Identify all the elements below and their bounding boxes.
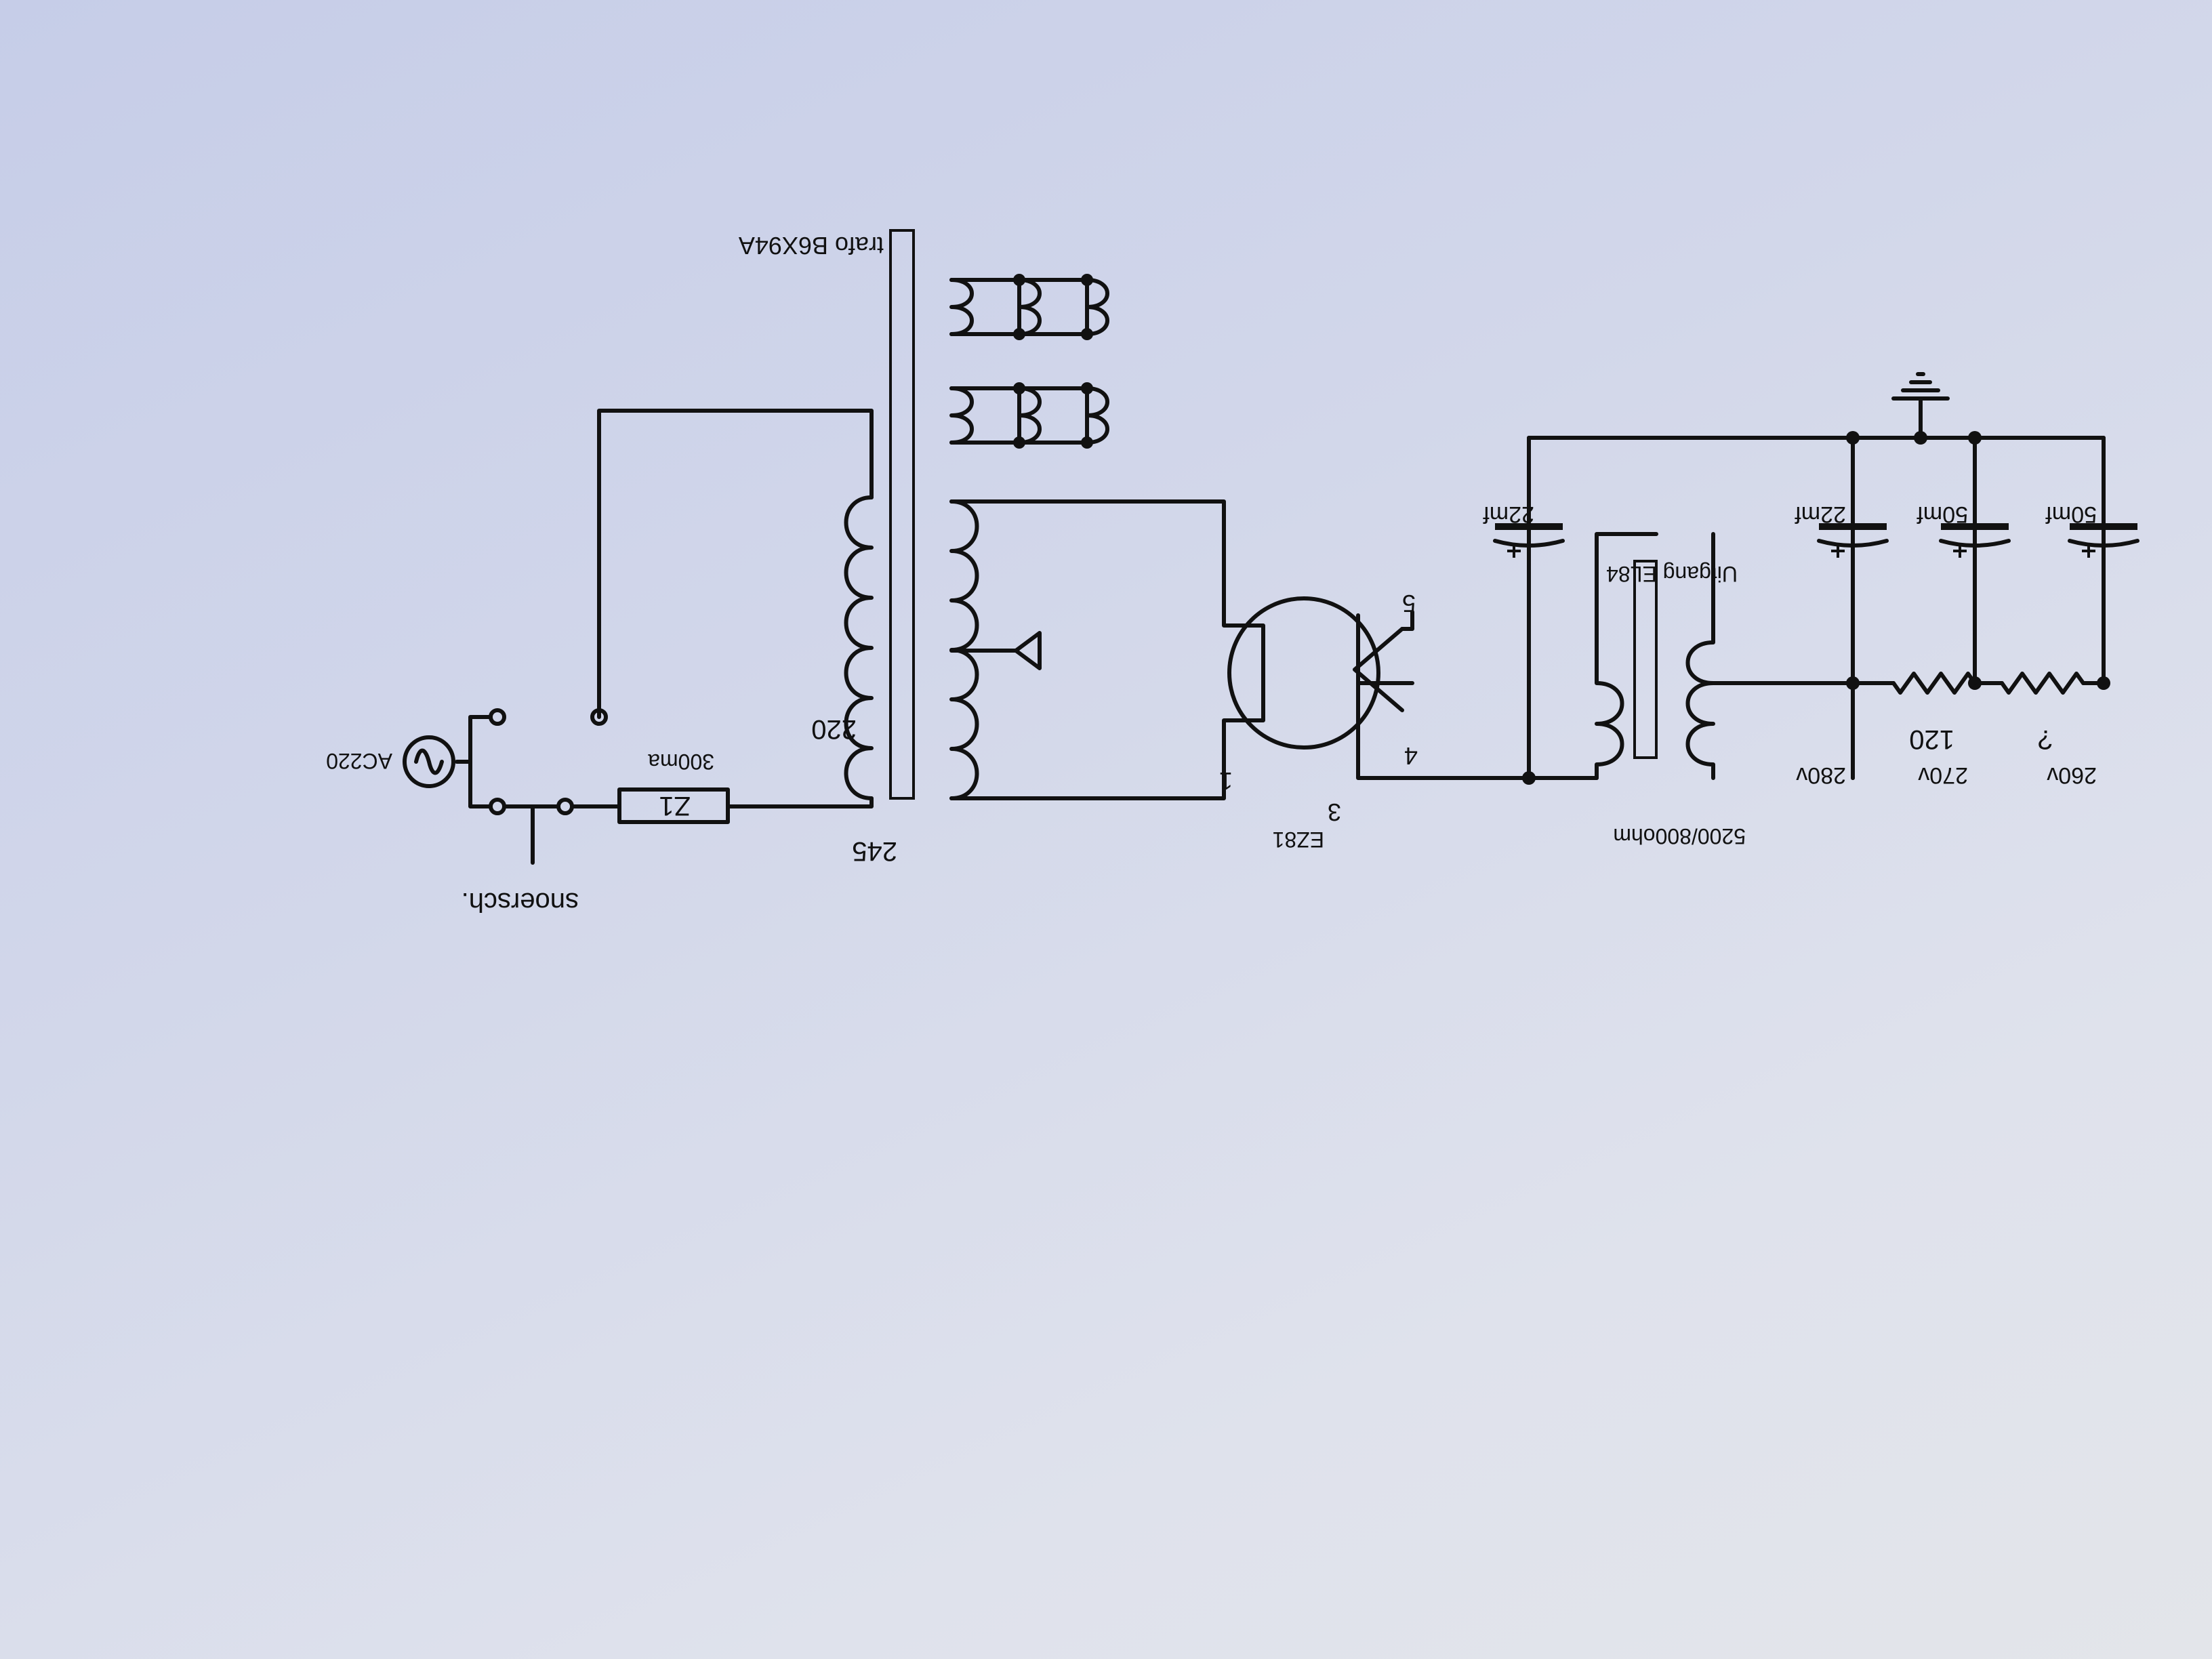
output-transformer-label: Uitgang EL84 [1606,562,1738,586]
switch-contact-c [590,708,608,726]
heater-winding-1 [949,382,1109,449]
wire-sec-bottom [949,749,1226,800]
wire-res [1851,681,1896,780]
res1-label: 120 [1909,724,1954,754]
transformer-label: trafo B6X94A [739,232,884,260]
cap1-label: 22mf [1483,501,1534,527]
cap-50mf-2 [2068,523,2139,558]
tap-220-label: 220 [811,714,857,744]
heater-winding-2 [949,274,1109,340]
wire-pin5 [1400,610,1414,631]
impedance-label: 5200/800ohm [1613,824,1746,848]
ground-icon [1891,372,1950,401]
cap-22mf-1 [1493,523,1565,558]
output-transformer [1527,532,1855,780]
volt-260-label: 260v [2047,762,2097,788]
tube-heater [1353,627,1404,712]
pin-3-label: 3 [1328,798,1341,826]
volt-280-label: 280v [1796,762,1846,788]
fuse-rating-label: 300ma [648,750,714,774]
pin-1-label: 1 [1219,767,1233,795]
ac-sine-icon [414,748,444,775]
rectifier-tube [1227,596,1380,750]
pin-4-label: 4 [1404,742,1418,770]
pin-5-label: 5 [1402,590,1416,617]
transformer-core [889,229,915,800]
resistor-unknown [2000,672,2085,695]
ac-source [403,735,455,788]
primary-winding [844,495,874,800]
rectifier-label: EZ81 [1273,827,1324,852]
wire-tap-220 [597,409,874,719]
cap-50mf-1 [1939,523,2011,558]
cap3-label: 50mf [1917,501,1968,527]
wire-tap-245 [726,796,874,808]
tube-anode-1 [1222,593,1265,753]
ac-source-label: AC220 [326,749,392,773]
switch-label: snoersch. [462,887,579,917]
wire-tube-out [1356,725,1531,780]
resistor-120 [1891,672,1977,695]
cap2-label: 22mf [1795,501,1846,527]
fuse-label: Z1 [659,791,691,821]
cap-22mf-2 [1817,523,1889,558]
tap-245-label: 245 [852,836,897,866]
res2-label: ? [2038,724,2053,754]
ct-arrow-icon [1014,631,1042,670]
wire-switch-ac [468,715,493,808]
wire-sec-top [949,499,1226,597]
cap4-label: 50mf [2045,501,2097,527]
volt-270-label: 270v [1918,762,1968,788]
